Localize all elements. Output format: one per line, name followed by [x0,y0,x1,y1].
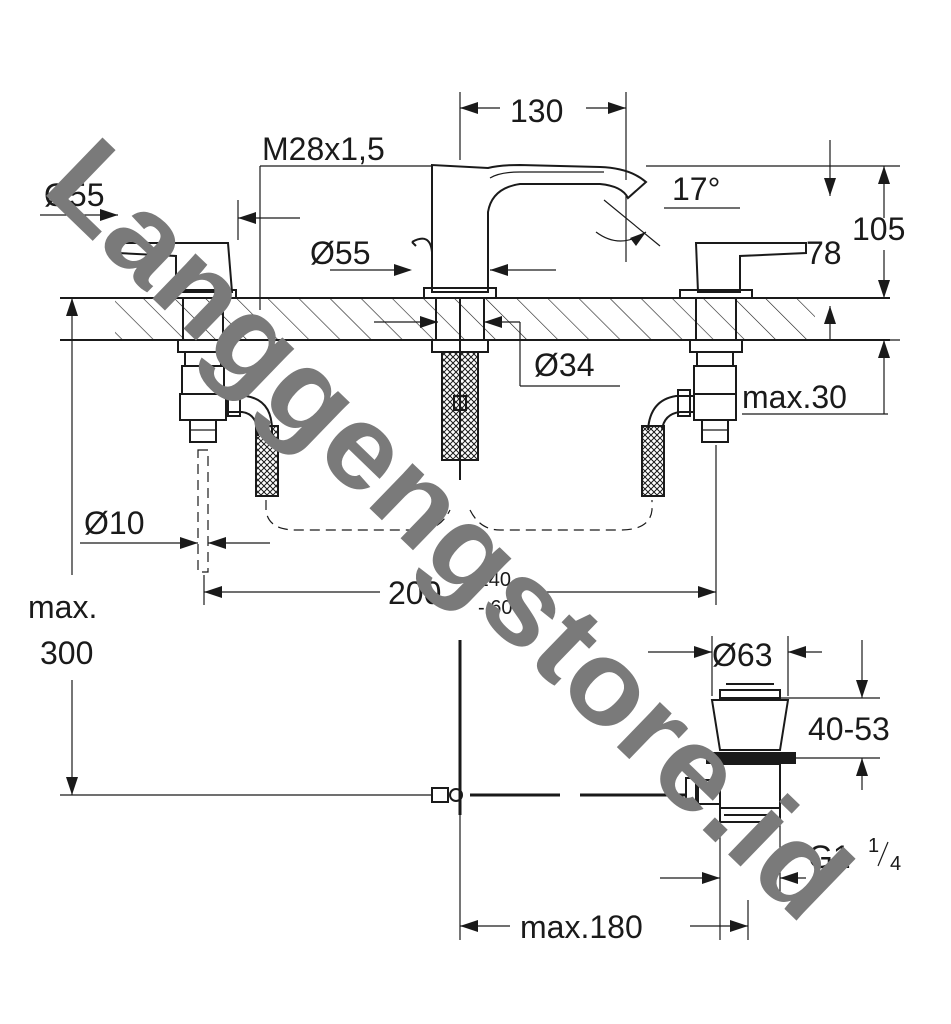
spout [411,163,648,480]
hose-route [265,500,653,531]
left-valve [117,242,279,573]
dim-max300-value: 300 [40,635,93,671]
watermark-text: Langgengstore.id [22,114,876,945]
dim-40-53: 40-53 [808,711,890,747]
dim-g1: G1 [808,839,851,875]
dim-max30: max.30 [742,379,847,415]
dim-thread: M28x1,5 [262,131,385,167]
dim-max300-label: max. [28,589,97,625]
dim-130: 130 [510,93,563,129]
dim-d55-mid: Ø55 [310,235,370,271]
dim-g1-denominator: 4 [890,853,901,875]
dim-d10: Ø10 [84,505,144,541]
dim-200-minus: - 60 [478,597,512,619]
dimension-lines [40,92,900,940]
dim-d34: Ø34 [534,347,594,383]
dim-200-plus: +140 [466,569,511,591]
dim-max180: max.180 [520,909,643,945]
dim-200: 200 [388,575,441,611]
dim-d63: Ø63 [712,637,772,673]
dim-105: 105 [852,211,905,247]
dim-78: 78 [806,235,842,271]
dim-angle: 17° [672,171,720,207]
dimension-labels: 130 M28x1,5 Ø55 Ø55 17° 105 78 Ø34 max.3… [28,93,905,945]
dim-d55-left: Ø55 [44,177,104,213]
right-valve [641,242,807,497]
dim-g1-numerator: 1 [868,835,879,857]
